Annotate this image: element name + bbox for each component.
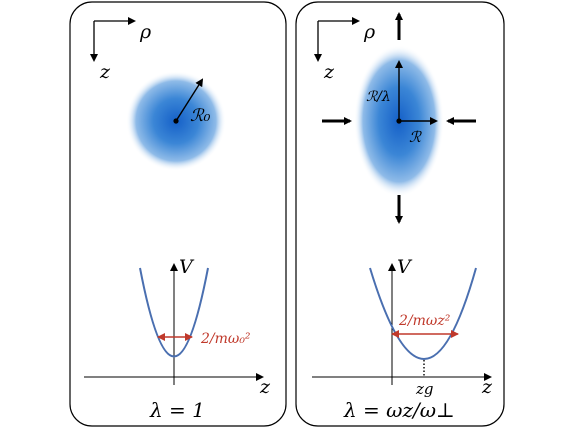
left-potential-plot: 2/mω₀² V z bbox=[84, 256, 271, 398]
right-panel-frame bbox=[295, 1, 505, 427]
left-panel: ρ z ℛ₀ 2/mω₀² V z λ = 1 bbox=[69, 1, 287, 427]
left-coord-indicator: ρ z bbox=[90, 17, 152, 83]
right-potential-curve bbox=[369, 267, 477, 360]
left-z-label: z bbox=[99, 61, 111, 83]
left-rho-label: ρ bbox=[139, 21, 152, 43]
right-zg-label: zg bbox=[415, 380, 434, 398]
right-horizontal-radius-label: ℛ bbox=[409, 128, 422, 146]
right-width-label: 2/mωz² bbox=[398, 313, 451, 329]
right-panel: ρ z ℛ/λ ℛ 2/mωz² V zg z λ = ωz/ bbox=[295, 1, 505, 427]
left-radius-arrow bbox=[175, 78, 204, 122]
left-width-label: 2/mω₀² bbox=[200, 331, 251, 347]
right-z-label: z bbox=[323, 61, 335, 83]
right-coord-indicator: ρ z bbox=[314, 17, 376, 83]
right-caption: λ = ωz/ω⊥ bbox=[343, 398, 455, 422]
right-vertical-radius-label: ℛ/λ bbox=[366, 89, 391, 105]
left-radius-label: ℛ₀ bbox=[190, 106, 211, 126]
right-zaxis-label: z bbox=[481, 376, 493, 398]
left-zaxis-label: z bbox=[259, 376, 271, 398]
force-arrows bbox=[322, 12, 476, 224]
right-potential-plot: 2/mωz² V zg z bbox=[312, 256, 493, 398]
left-v-label: V bbox=[179, 256, 195, 278]
left-panel-frame bbox=[69, 1, 287, 427]
left-potential-curve bbox=[139, 267, 209, 358]
left-caption: λ = 1 bbox=[149, 398, 205, 422]
right-v-label: V bbox=[397, 256, 413, 278]
right-rho-label: ρ bbox=[363, 21, 376, 43]
